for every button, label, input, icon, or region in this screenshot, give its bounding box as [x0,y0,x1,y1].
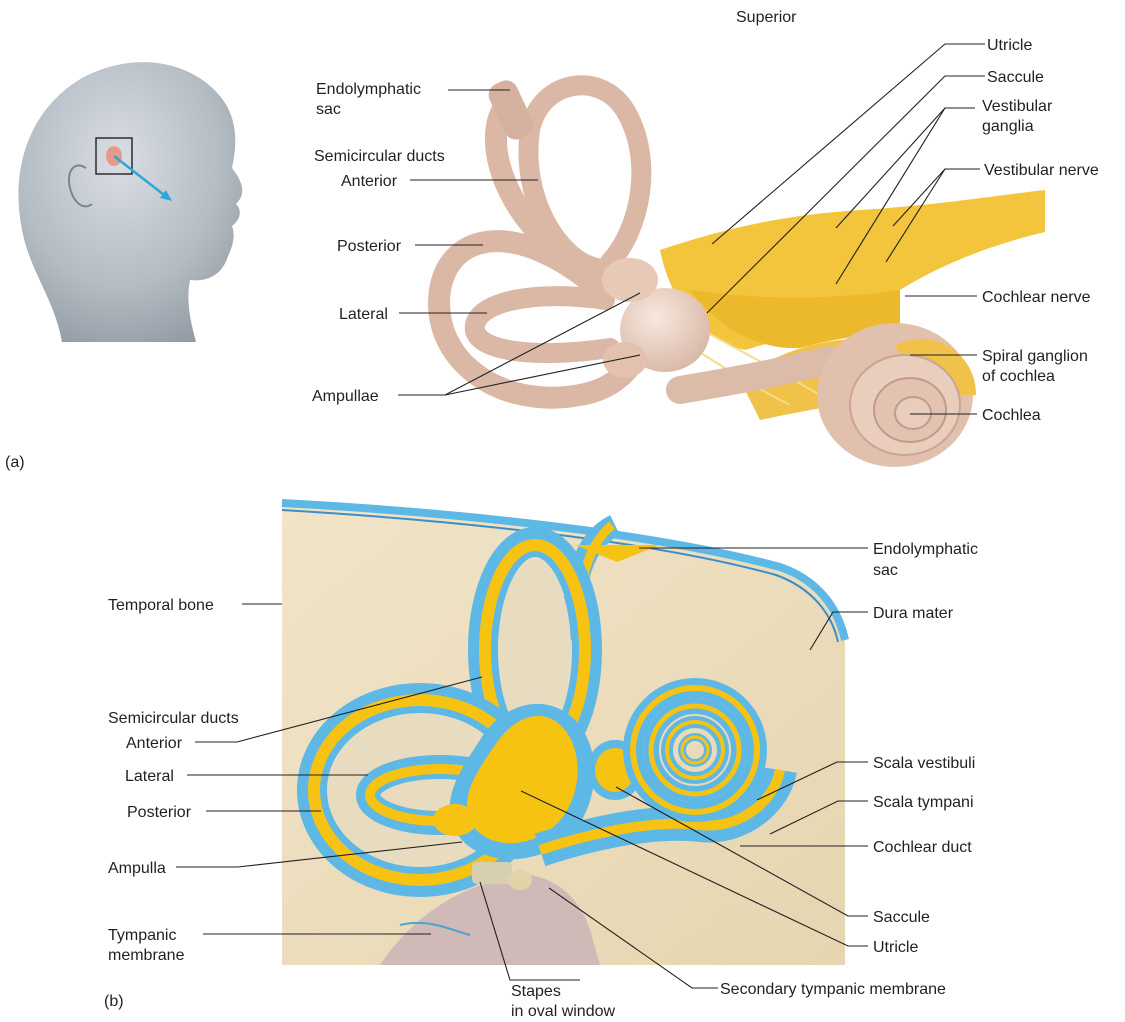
lateral-label-a: Lateral [339,306,388,323]
anterior-label-a: Anterior [341,173,398,190]
posterior-label-b: Posterior [127,804,192,821]
vestibular-nerve-label: Vestibular nerve [984,162,1099,179]
ampulla-b [433,804,477,836]
utricle-label-b: Utricle [873,939,918,956]
ampulla-a [602,258,658,302]
ampulla-label-b: Ampulla [108,860,166,877]
head-orientation-thumbnail [10,52,248,342]
panel-a-letter: (a) [5,454,25,471]
cochlear-nerve-label: Cochlear nerve [982,289,1091,306]
stapes-footplate [472,862,512,884]
scala-tympani-label: Scala tympani [873,794,974,811]
saccule-label-a: Saccule [987,69,1044,86]
secondary-tympanic-membrane-label: Secondary tympanic membrane [720,981,946,998]
endolymphatic-sac-label-b-line2: sac [873,562,898,579]
tympanic-membrane-label-line2: membrane [108,947,185,964]
secondary-tympanic-membrane-b [508,870,532,890]
cochlear-duct-label: Cochlear duct [873,839,972,856]
spiral-ganglion-label-line2: of cochlea [982,368,1055,385]
cochlea-label-a: Cochlea [982,407,1041,424]
vestibular-ganglia-label-line1: Vestibular [982,98,1053,115]
semicircular-ducts-label-b: Semicircular ducts [108,710,239,727]
panel-a: Superior Endolymphatic sac Semicircular … [5,9,1099,471]
anterior-label-b: Anterior [126,735,183,752]
semicircular-ducts-label-a: Semicircular ducts [314,148,445,165]
ampulla-lower-a [603,342,647,378]
endolymphatic-sac-label-a-line2: sac [316,101,341,118]
dura-mater-label: Dura mater [873,605,954,622]
anterior-canal [528,85,641,268]
saccule-label-b: Saccule [873,909,930,926]
endolymphatic-sac-label-b-line1: Endolymphatic [873,541,978,558]
cochlea-apex [895,397,931,429]
utricle-label-a: Utricle [987,37,1032,54]
superior-label: Superior [736,9,797,26]
vestibular-ganglia-label-line2: ganglia [982,118,1034,135]
scala-vestibuli-label: Scala vestibuli [873,755,975,772]
endolymphatic-sac-label-a-line1: Endolymphatic [316,81,421,98]
panel-b: Temporal bone Semicircular ducts Anterio… [104,500,978,1020]
lateral-label-b: Lateral [125,768,174,785]
ampullae-label: Ampullae [312,388,379,405]
stapes-label-line2: in oval window [511,1003,616,1020]
temporal-bone-label: Temporal bone [108,597,214,614]
spiral-ganglion-label-line1: Spiral ganglion [982,348,1088,365]
stapes-label-line1: Stapes [511,983,561,1000]
panel-b-letter: (b) [104,993,124,1010]
tympanic-membrane-label-line1: Tympanic [108,927,176,944]
posterior-label-a: Posterior [337,238,402,255]
